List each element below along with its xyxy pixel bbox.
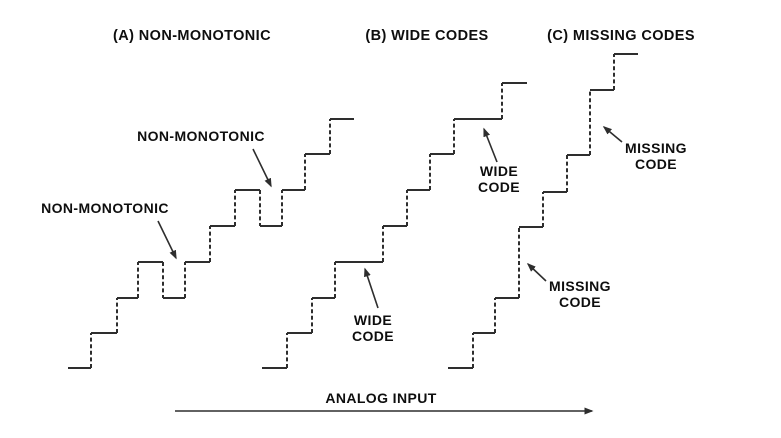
staircase-treads-c [448, 53, 638, 369]
label-wide-code-lower: WIDE CODE [352, 312, 394, 344]
analog-input-label: ANALOG INPUT [325, 390, 437, 406]
staircase-lines [68, 53, 638, 369]
label-line: WIDE [353, 312, 393, 328]
panel-a-title: (A) NON-MONOTONIC [113, 28, 271, 44]
label-arrow-b-0 [364, 267, 379, 309]
label-line: MISSING [549, 278, 611, 294]
label-arrow-a-0 [252, 148, 272, 188]
label-missing-code-upper: MISSING CODE [625, 140, 687, 172]
label-line: CODE [634, 156, 678, 172]
label-non-monotonic-lower: NON-MONOTONIC [41, 200, 169, 216]
staircase-risers-c [472, 54, 615, 368]
panel-b-title: (B) WIDE CODES [365, 28, 489, 44]
label-arrow-c-1 [526, 262, 547, 282]
label-line: CODE [351, 328, 395, 344]
label-line: NON-MONOTONIC [41, 200, 169, 216]
label-line: CODE [477, 179, 521, 195]
label-wide-code-upper: WIDE CODE [478, 163, 520, 195]
annotation-arrows [157, 126, 623, 415]
staircase-treads-a [68, 118, 354, 369]
label-line: NON-MONOTONIC [137, 128, 265, 144]
panel-c-title: (C) MISSING CODES [547, 28, 695, 44]
label-non-monotonic-upper: NON-MONOTONIC [137, 128, 265, 144]
label-missing-code-lower: MISSING CODE [549, 278, 611, 310]
label-line: WIDE [479, 163, 519, 179]
label-arrow-a-1 [157, 220, 177, 260]
label-line: CODE [558, 294, 602, 310]
label-arrow-c-0 [602, 126, 623, 143]
staircase-risers-a [90, 119, 331, 368]
label-line: MISSING [625, 140, 687, 156]
staircase-treads-b [262, 82, 527, 369]
label-arrow-b-1 [483, 127, 498, 163]
